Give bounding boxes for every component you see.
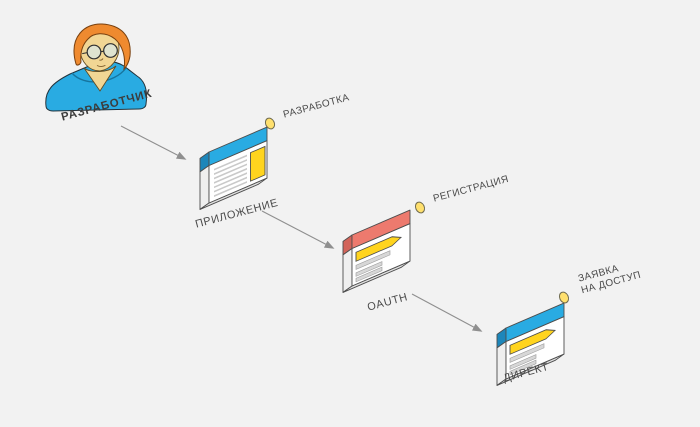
avatar-mouth: [96, 64, 106, 67]
avatar-nose: [99, 58, 104, 61]
window-left-side-body: [342, 248, 353, 293]
window-oauth: [342, 209, 411, 293]
glasses-left-lens-icon: [86, 44, 102, 60]
window-title-bar: [505, 302, 565, 342]
glasses-left-arm: [82, 52, 88, 55]
avatar-neck: [83, 65, 117, 92]
window-banner: [250, 145, 266, 182]
window-application: [199, 126, 268, 210]
avatar-hair: [73, 23, 131, 71]
window-left-side-body: [199, 165, 210, 210]
window-pointer-banner: [509, 329, 557, 355]
window-text-lines: [214, 154, 247, 197]
arrow-app-to-oauth: [261, 210, 335, 249]
window-gray-bars: [355, 250, 391, 283]
developer-avatar: [45, 23, 148, 112]
window-gray-bars: [509, 343, 545, 376]
window-title-bar: [351, 209, 411, 249]
window-pointer-banner: [355, 236, 403, 262]
arrow-oauth-to-direct: [411, 293, 483, 332]
glasses-bridge: [100, 50, 104, 53]
window-title-bar: [208, 126, 268, 166]
window-direct: [496, 302, 565, 386]
arrow-developer-to-app: [120, 125, 187, 160]
glasses-right-lens-icon: [103, 43, 118, 58]
